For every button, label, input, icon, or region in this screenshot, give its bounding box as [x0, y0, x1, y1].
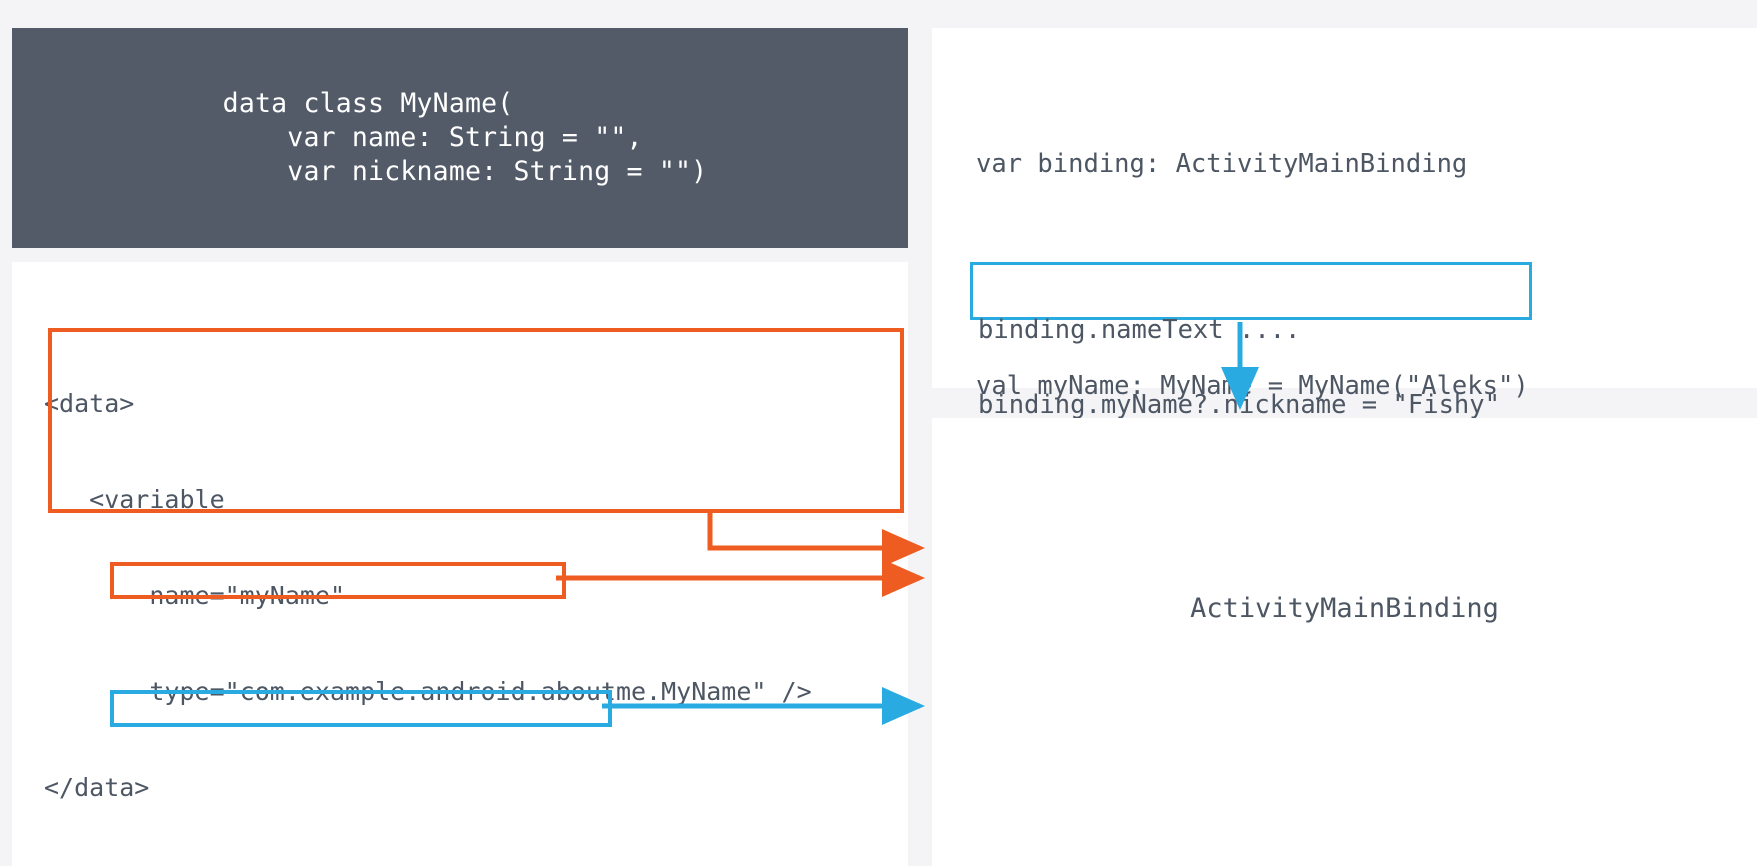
xml-line: <variable [44, 485, 225, 514]
kotlin-data-class-code: data class MyName( var name: String = ""… [222, 88, 708, 187]
binding-usage-code: binding.nameText .... binding.myName?.ni… [978, 268, 1500, 468]
kotlin-data-class-panel: data class MyName( var name: String = ""… [12, 28, 908, 248]
binding-usage-line: binding.myName?.nickname = "Fishy" [978, 390, 1500, 420]
binding-class-panel: ActivityMainBinding [932, 418, 1757, 866]
binding-usage-line: binding.nameText .... [978, 315, 1301, 345]
xml-line: name="myName" [44, 581, 346, 610]
xml-line: type="com.example.android.aboutme.MyName… [44, 677, 812, 706]
activity-code-panel: var binding: ActivityMainBinding val myN… [932, 28, 1757, 401]
binding-class-label: ActivityMainBinding [1190, 593, 1499, 624]
xml-line: <data> [44, 389, 135, 418]
xml-layout-code: <data> <variable name="myName" type="com… [44, 324, 812, 866]
xml-layout-panel: <data> <variable name="myName" type="com… [12, 262, 908, 866]
activity-code-line: var binding: ActivityMainBinding [976, 149, 1468, 179]
xml-line: </data> [44, 773, 150, 802]
left-column: data class MyName( var name: String = ""… [12, 0, 908, 866]
